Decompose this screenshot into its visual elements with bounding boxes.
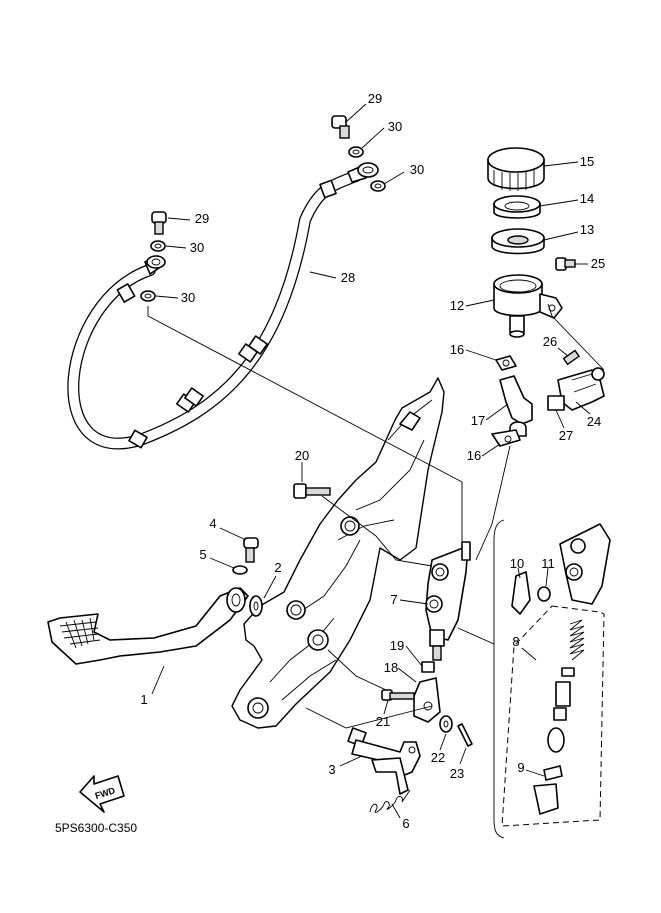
callout-12: 12 bbox=[450, 298, 464, 313]
callout-25: 25 bbox=[591, 256, 605, 271]
callout-30-c: 30 bbox=[190, 240, 204, 255]
callout-21: 21 bbox=[376, 714, 390, 729]
callout-29-upper: 29 bbox=[368, 91, 382, 106]
reservoir-hose bbox=[491, 355, 533, 447]
callout-1: 1 bbox=[140, 692, 147, 707]
callout-30-d: 30 bbox=[181, 290, 195, 305]
callout-30-a: 30 bbox=[388, 119, 402, 134]
push-rod-joint bbox=[381, 661, 473, 747]
callout-27: 27 bbox=[559, 428, 573, 443]
brake-pedal-shaft bbox=[347, 727, 421, 795]
callout-6: 6 bbox=[402, 816, 409, 831]
reservoir-screw bbox=[555, 257, 576, 271]
union-bolt-upper bbox=[331, 115, 386, 192]
callout-14: 14 bbox=[580, 191, 594, 206]
callout-15: 15 bbox=[580, 154, 594, 169]
repair-kit-inset bbox=[501, 523, 611, 827]
pedal-bolt bbox=[232, 537, 259, 575]
callout-28: 28 bbox=[341, 270, 355, 285]
callout-30-b: 30 bbox=[410, 162, 424, 177]
callout-13: 13 bbox=[580, 222, 594, 237]
brake-pedal bbox=[47, 587, 263, 665]
callout-17: 17 bbox=[471, 413, 485, 428]
reservoir-tank bbox=[493, 274, 563, 338]
callout-23: 23 bbox=[450, 766, 464, 781]
master-cylinder bbox=[425, 541, 471, 661]
callout-26: 26 bbox=[543, 334, 557, 349]
diaphragm bbox=[491, 228, 545, 255]
frame-bracket bbox=[231, 377, 445, 729]
assembly-lines bbox=[147, 303, 605, 729]
callout-5: 5 bbox=[199, 547, 206, 562]
diagram-code: 5PS6300-C350 bbox=[55, 821, 137, 835]
return-spring bbox=[369, 789, 411, 813]
callout-29-lower: 29 bbox=[195, 211, 209, 226]
fwd-arrow: FWD bbox=[79, 775, 125, 813]
callout-9: 9 bbox=[517, 760, 524, 775]
callout-10: 10 bbox=[510, 556, 524, 571]
reservoir-cap bbox=[487, 147, 545, 191]
callout-16-lower: 16 bbox=[467, 448, 481, 463]
mounting-bolt bbox=[293, 483, 331, 499]
callout-20: 20 bbox=[295, 448, 309, 463]
union-bolt-lower bbox=[140, 211, 167, 302]
brake-hose bbox=[67, 162, 379, 450]
callout-3: 3 bbox=[328, 762, 335, 777]
callout-22: 22 bbox=[431, 750, 445, 765]
callout-19: 19 bbox=[390, 638, 404, 653]
callout-2: 2 bbox=[274, 560, 281, 575]
callout-24: 24 bbox=[587, 414, 601, 429]
reservoir-bracket bbox=[547, 349, 605, 411]
callout-18: 18 bbox=[384, 660, 398, 675]
callouts: 1 2 3 4 5 6 7 8 9 10 11 12 13 14 15 16 1 bbox=[140, 91, 605, 831]
callout-11: 11 bbox=[541, 556, 555, 571]
callout-8: 8 bbox=[512, 634, 519, 649]
callout-16-upper: 16 bbox=[450, 342, 464, 357]
callout-7: 7 bbox=[390, 592, 397, 607]
diaphragm-plate bbox=[493, 195, 541, 219]
callout-4: 4 bbox=[209, 516, 216, 531]
